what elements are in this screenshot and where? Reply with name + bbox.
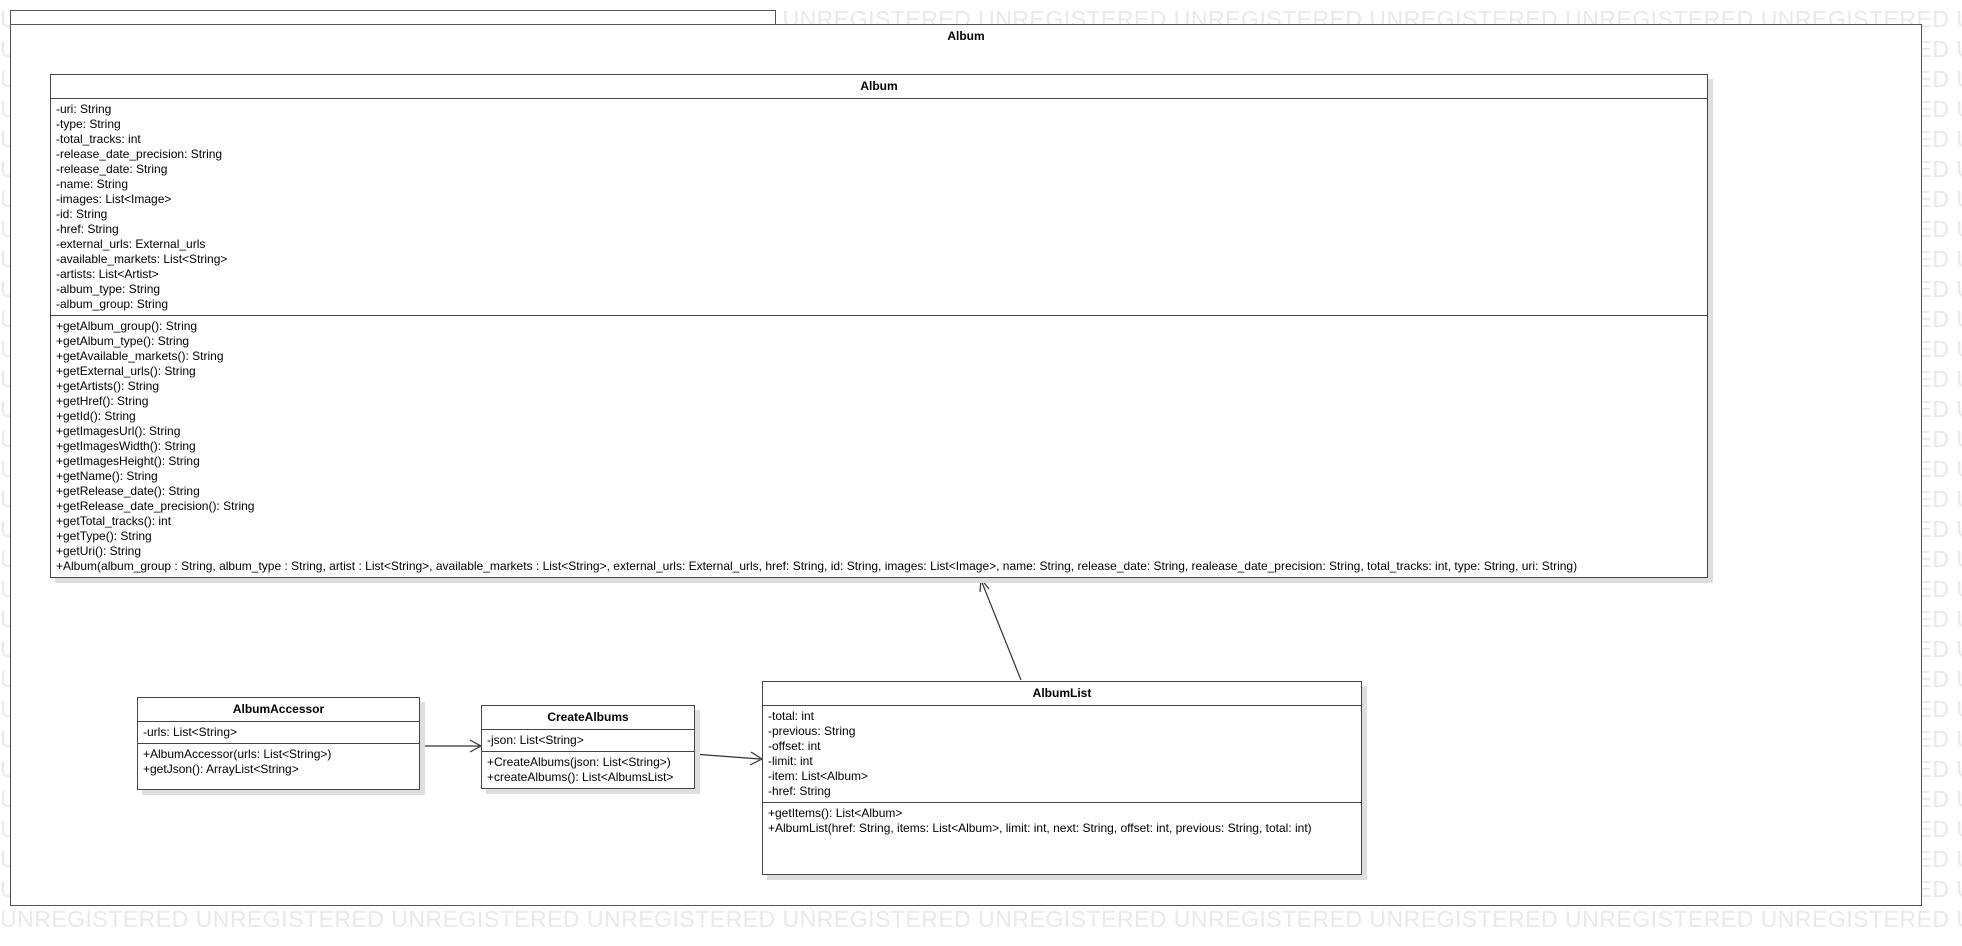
- method: +getRelease_date(): String: [56, 484, 200, 498]
- attribute: -item: List<Album>: [768, 769, 869, 783]
- method: +createAlbums(): List<AlbumsList>: [487, 770, 674, 784]
- method: +getUri(): String: [56, 544, 142, 558]
- arrow-head-icon: [979, 577, 990, 593]
- package-title: Album: [947, 29, 985, 43]
- attributes-compartment: -urls: List<String>: [138, 722, 419, 744]
- methods-compartment: +CreateAlbums(json: List<String>) +creat…: [482, 752, 694, 788]
- method: +getArtists(): String: [56, 379, 160, 393]
- attribute: -available_markets: List<String>: [56, 252, 228, 266]
- method: +getRelease_date_precision(): String: [56, 499, 255, 513]
- attribute: -href: String: [56, 222, 119, 236]
- class-album-list[interactable]: AlbumList -total: int -previous: String …: [762, 681, 1362, 875]
- class-name: Album: [51, 75, 1707, 99]
- method: +Album(album_group : String, album_type …: [56, 559, 1578, 573]
- method: +getJson(): ArrayList<String>: [143, 762, 299, 776]
- attribute: -images: List<Image>: [56, 192, 172, 206]
- class-name: AlbumList: [763, 682, 1361, 706]
- method: +AlbumAccessor(urls: List<String>): [143, 747, 332, 761]
- attribute: -json: List<String>: [487, 733, 584, 747]
- class-album[interactable]: Album -uri: String -type: String -total_…: [50, 74, 1708, 578]
- attribute: -name: String: [56, 177, 129, 191]
- attribute: -album_type: String: [56, 282, 161, 296]
- method: +CreateAlbums(json: List<String>): [487, 755, 671, 769]
- attribute: -urls: List<String>: [143, 725, 238, 739]
- association-createalbums-to-albumlist: [692, 753, 761, 760]
- attribute: -offset: int: [768, 739, 821, 753]
- attribute: -album_group: String: [56, 297, 169, 311]
- attribute: -type: String: [56, 117, 121, 131]
- attribute: -release_date: String: [56, 162, 168, 176]
- attribute: -total_tracks: int: [56, 132, 141, 146]
- method: +getName(): String: [56, 469, 158, 483]
- method: +getImagesUrl(): String: [56, 424, 181, 438]
- method: +getImagesWidth(): String: [56, 439, 196, 453]
- class-create-albums[interactable]: CreateAlbums -json: List<String> +Create…: [481, 705, 695, 789]
- attribute: -release_date_precision: String: [56, 147, 223, 161]
- method: +getExternal_urls(): String: [56, 364, 196, 378]
- method: +getTotal_tracks(): int: [56, 514, 172, 528]
- attribute: -href: String: [768, 784, 831, 798]
- method: +getAvailable_markets(): String: [56, 349, 224, 363]
- method: +getItems(): List<Album>: [768, 806, 903, 820]
- class-name: AlbumAccessor: [138, 698, 419, 722]
- attribute: -limit: int: [768, 754, 813, 768]
- class-name: CreateAlbums: [482, 706, 694, 730]
- attribute: -artists: List<Artist>: [56, 267, 159, 281]
- attribute: -total: int: [768, 709, 815, 723]
- methods-compartment: +AlbumAccessor(urls: List<String>) +getJ…: [138, 744, 419, 789]
- method: +getHref(): String: [56, 394, 149, 408]
- methods-compartment: +getAlbum_group(): String +getAlbum_type…: [51, 316, 1707, 577]
- method: +getImagesHeight(): String: [56, 454, 200, 468]
- method: +getId(): String: [56, 409, 136, 423]
- attribute: -id: String: [56, 207, 108, 221]
- methods-compartment: +getItems(): List<Album> +AlbumList(href…: [763, 803, 1361, 874]
- method: +getAlbum_type(): String: [56, 334, 190, 348]
- attributes-compartment: -json: List<String>: [482, 730, 694, 752]
- attribute: -previous: String: [768, 724, 856, 738]
- association-albumlist-to-album: [980, 579, 1022, 681]
- attribute: -uri: String: [56, 102, 112, 116]
- method: +AlbumList(href: String, items: List<Alb…: [768, 821, 1312, 835]
- attributes-compartment: -uri: String -type: String -total_tracks…: [51, 99, 1707, 316]
- attributes-compartment: -total: int -previous: String -offset: i…: [763, 706, 1361, 803]
- class-album-accessor[interactable]: AlbumAccessor -urls: List<String> +Album…: [137, 697, 420, 790]
- method: +getType(): String: [56, 529, 152, 543]
- method: +getAlbum_group(): String: [56, 319, 198, 333]
- attribute: -external_urls: External_urls: [56, 237, 206, 251]
